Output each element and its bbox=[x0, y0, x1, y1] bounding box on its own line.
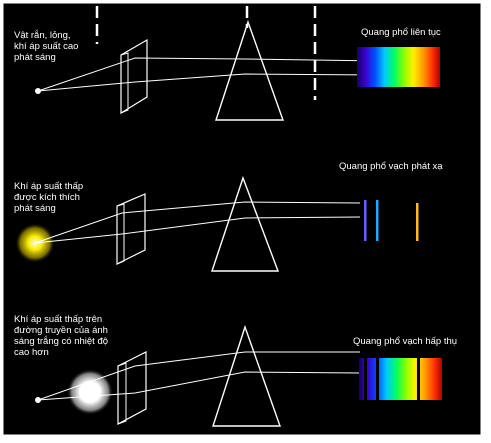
spectrum-title-continuous: Quang phổ liên tục bbox=[361, 27, 441, 38]
slit-plate-depth bbox=[116, 203, 125, 265]
panel-absorption bbox=[35, 324, 442, 427]
prism bbox=[211, 175, 280, 272]
panel-continuous bbox=[35, 19, 440, 121]
ray-lower bbox=[37, 371, 361, 401]
emission-line-orange bbox=[416, 203, 419, 241]
absorption-line-3 bbox=[417, 358, 420, 400]
spectrum-continuous bbox=[357, 47, 440, 87]
ray-lower bbox=[34, 216, 361, 244]
emission-line-cyan bbox=[376, 200, 379, 241]
prism bbox=[212, 324, 281, 427]
prism bbox=[215, 19, 284, 121]
spectrum-title-emission: Quang phổ vạch phát xạ bbox=[339, 161, 443, 172]
source-label-continuous: Vật rắn, lỏng, khí áp suất cao phát sáng bbox=[14, 30, 79, 63]
source-label-emission: Khí áp suất thấp được kích thích phát sá… bbox=[14, 181, 84, 214]
spectrum-absorption bbox=[359, 358, 442, 400]
slit-plate bbox=[120, 38, 148, 115]
slit-plate-depth bbox=[120, 52, 129, 114]
emission-line-violet bbox=[364, 200, 367, 241]
slit-plate-depth bbox=[117, 362, 127, 425]
ray-upper bbox=[34, 201, 361, 244]
panel-emission bbox=[15, 175, 465, 272]
ray-upper bbox=[37, 57, 381, 92]
ray-upper bbox=[37, 351, 360, 401]
spectrum-emission bbox=[360, 191, 465, 243]
absorption-line-2 bbox=[376, 358, 379, 400]
white-gas-cloud bbox=[67, 369, 113, 415]
source-label-absorption: Khí áp suất thấp trên đường truyền của á… bbox=[14, 314, 109, 358]
slit-plate bbox=[116, 193, 146, 265]
absorption-line-1 bbox=[364, 358, 367, 400]
spectrum-title-absorption: Quang phổ vạch hấp thụ bbox=[353, 336, 458, 347]
ray-lower bbox=[37, 73, 381, 92]
slit-plate bbox=[117, 351, 147, 426]
